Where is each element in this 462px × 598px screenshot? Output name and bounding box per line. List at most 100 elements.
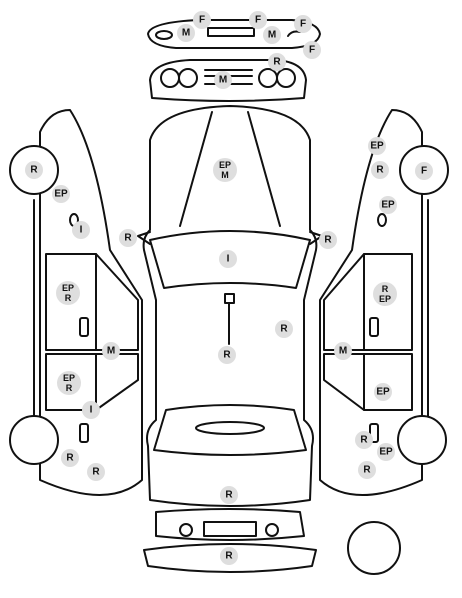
marker-label: R (223, 350, 231, 361)
marker-trunk-r[interactable]: R (220, 486, 238, 504)
marker-rear-bumper-r[interactable]: R (220, 547, 238, 565)
marker-label: I (80, 225, 83, 236)
marker-label: R (225, 490, 233, 501)
marker-badge-circle (415, 162, 433, 180)
marker-label: EP (379, 294, 391, 304)
car-body (137, 105, 323, 507)
marker-badge-circle (303, 41, 321, 59)
marker-left-front-wheel-r[interactable]: R (25, 161, 43, 179)
marker-label: F (300, 19, 306, 30)
marker-badge-circle (374, 383, 392, 401)
marker-label: F (255, 15, 261, 26)
marker-label: EP (62, 283, 74, 293)
marker-front-bumper-f-mid[interactable]: F (249, 11, 267, 29)
marker-roof-r-center[interactable]: R (218, 346, 236, 364)
marker-label: R (92, 467, 100, 478)
marker-badge-circle (263, 26, 281, 44)
marker-label: M (268, 30, 276, 41)
marker-front-bumper-m-left[interactable]: M (177, 24, 195, 42)
marker-badge-circle (219, 250, 237, 268)
marker-left-rear-door-ep-r[interactable]: EPR (57, 371, 81, 395)
marker-badge-circle (268, 53, 286, 71)
marker-front-bumper-f-left[interactable]: F (193, 11, 211, 29)
marker-right-fuel-ep[interactable]: EP (379, 196, 397, 214)
marker-label: R (280, 324, 288, 335)
marker-label: EP (376, 387, 390, 398)
marker-label: M (221, 170, 229, 180)
marker-badge-circle (177, 24, 195, 42)
marker-label: R (124, 233, 132, 244)
marker-label: EP (370, 141, 384, 152)
marker-front-grille-r[interactable]: R (268, 53, 286, 71)
marker-right-mirror-r[interactable]: R (319, 231, 337, 249)
marker-badge-circle (213, 158, 237, 182)
marker-left-front-door-ep-r[interactable]: EPR (56, 281, 80, 305)
marker-badge-circle (220, 486, 238, 504)
marker-front-bumper-f-right[interactable]: F (303, 41, 321, 59)
marker-badge-circle (87, 463, 105, 481)
marker-windshield-i[interactable]: I (219, 250, 237, 268)
marker-label: R (376, 165, 384, 176)
marker-badge-circle (72, 221, 90, 239)
marker-label: M (219, 75, 227, 86)
marker-right-front-door-r-ep[interactable]: REP (373, 282, 397, 306)
marker-label: I (90, 405, 93, 416)
marker-badge-circle (82, 401, 100, 419)
marker-label: M (182, 28, 190, 39)
marker-badge-circle (358, 461, 376, 479)
marker-left-fuel-i[interactable]: I (72, 221, 90, 239)
marker-badge-circle (57, 371, 81, 395)
marker-badge-circle (214, 71, 232, 89)
marker-badge-circle (377, 443, 395, 461)
marker-right-rear-door-ep[interactable]: EP (374, 383, 392, 401)
spare-wheel (347, 521, 401, 575)
marker-front-grille-m[interactable]: M (214, 71, 232, 89)
marker-label: F (421, 166, 427, 177)
marker-label: R (360, 435, 368, 446)
marker-badge-circle (379, 196, 397, 214)
marker-left-pillar-m[interactable]: M (102, 342, 120, 360)
marker-badge-circle (218, 346, 236, 364)
marker-badge-circle (294, 15, 312, 33)
marker-badge-circle (119, 229, 137, 247)
marker-left-mirror-r[interactable]: R (119, 229, 137, 247)
marker-badge-circle (371, 161, 389, 179)
marker-label: R (225, 551, 233, 562)
marker-left-rear-quarter-r[interactable]: R (87, 463, 105, 481)
marker-label: R (324, 235, 332, 246)
marker-badge-circle (368, 137, 386, 155)
marker-badge-circle (102, 342, 120, 360)
marker-label: F (199, 15, 205, 26)
marker-front-bumper-f-far-right[interactable]: F (294, 15, 312, 33)
marker-right-rear-wheel-ep[interactable]: EP (377, 443, 395, 461)
marker-right-front-wheel-f[interactable]: F (415, 162, 433, 180)
marker-label: EP (219, 160, 231, 170)
marker-label: F (309, 45, 315, 56)
marker-left-rear-door-i[interactable]: I (82, 401, 100, 419)
marker-badge-circle (319, 231, 337, 249)
marker-front-bumper-m-right[interactable]: M (263, 26, 281, 44)
marker-label: EP (54, 189, 68, 200)
marker-badge-circle (334, 342, 352, 360)
marker-left-front-fender-ep[interactable]: EP (52, 185, 70, 203)
marker-left-rear-wheel-r[interactable]: R (61, 449, 79, 467)
marker-label: R (66, 383, 73, 393)
marker-right-rear-quarter-r[interactable]: R (358, 461, 376, 479)
marker-label: EP (63, 373, 75, 383)
marker-roof-r-right[interactable]: R (275, 320, 293, 338)
rear-bumper (143, 508, 317, 573)
marker-label: R (363, 465, 371, 476)
marker-label: EP (381, 200, 395, 211)
marker-badge-circle (193, 11, 211, 29)
marker-label: M (339, 346, 347, 357)
marker-label: R (65, 293, 72, 303)
marker-right-pillar-m[interactable]: M (334, 342, 352, 360)
marker-badge-circle (52, 185, 70, 203)
marker-label: R (273, 57, 281, 68)
marker-right-rear-door-r[interactable]: R (355, 431, 373, 449)
marker-badge-circle (373, 282, 397, 306)
marker-badge-circle (56, 281, 80, 305)
marker-hood-ep-m[interactable]: EPM (213, 158, 237, 182)
marker-right-front-fender-ep[interactable]: EP (368, 137, 386, 155)
marker-right-front-fender-r[interactable]: R (371, 161, 389, 179)
